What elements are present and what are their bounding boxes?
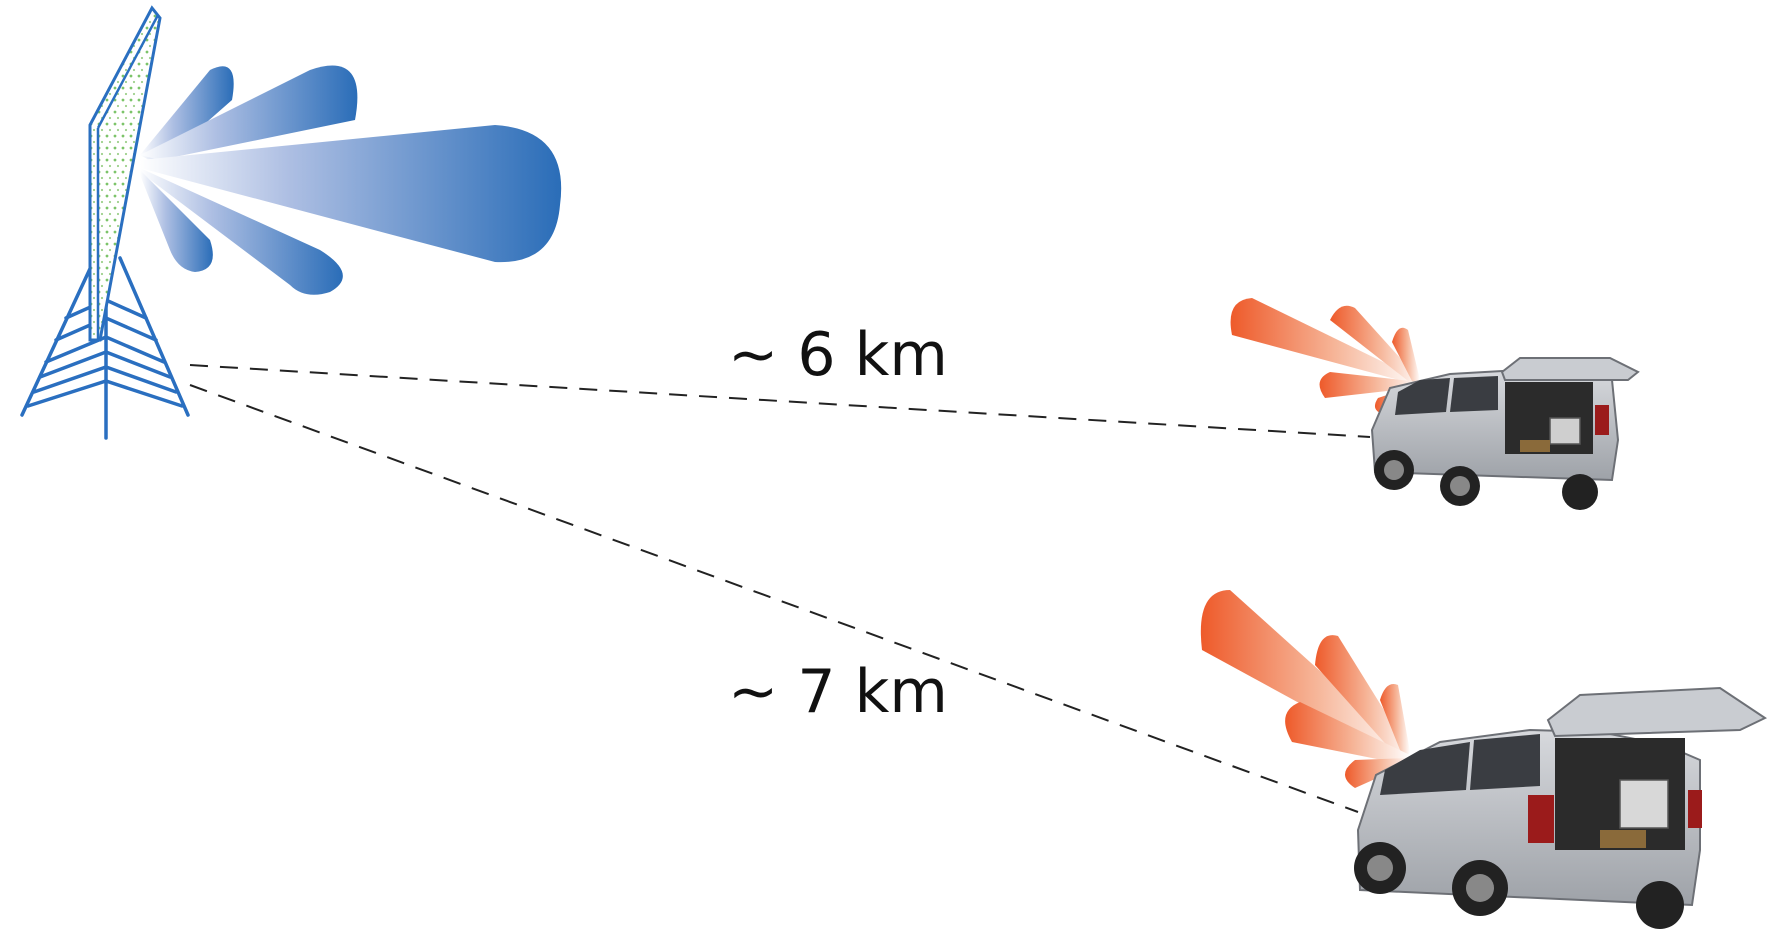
distance-label-far: ~ 7 km — [728, 657, 948, 727]
distance-label-near: ~ 6 km — [728, 320, 948, 390]
antenna-panel-icon — [88, 5, 162, 342]
link-line-far — [189, 384, 1359, 813]
vehicle-near-icon — [1230, 298, 1640, 510]
base-beam-lobes-icon — [140, 65, 562, 295]
vehicle-far-beam-icon — [1200, 590, 1410, 788]
vehicle-far-icon — [1200, 590, 1768, 929]
link-line-near — [189, 364, 1371, 438]
